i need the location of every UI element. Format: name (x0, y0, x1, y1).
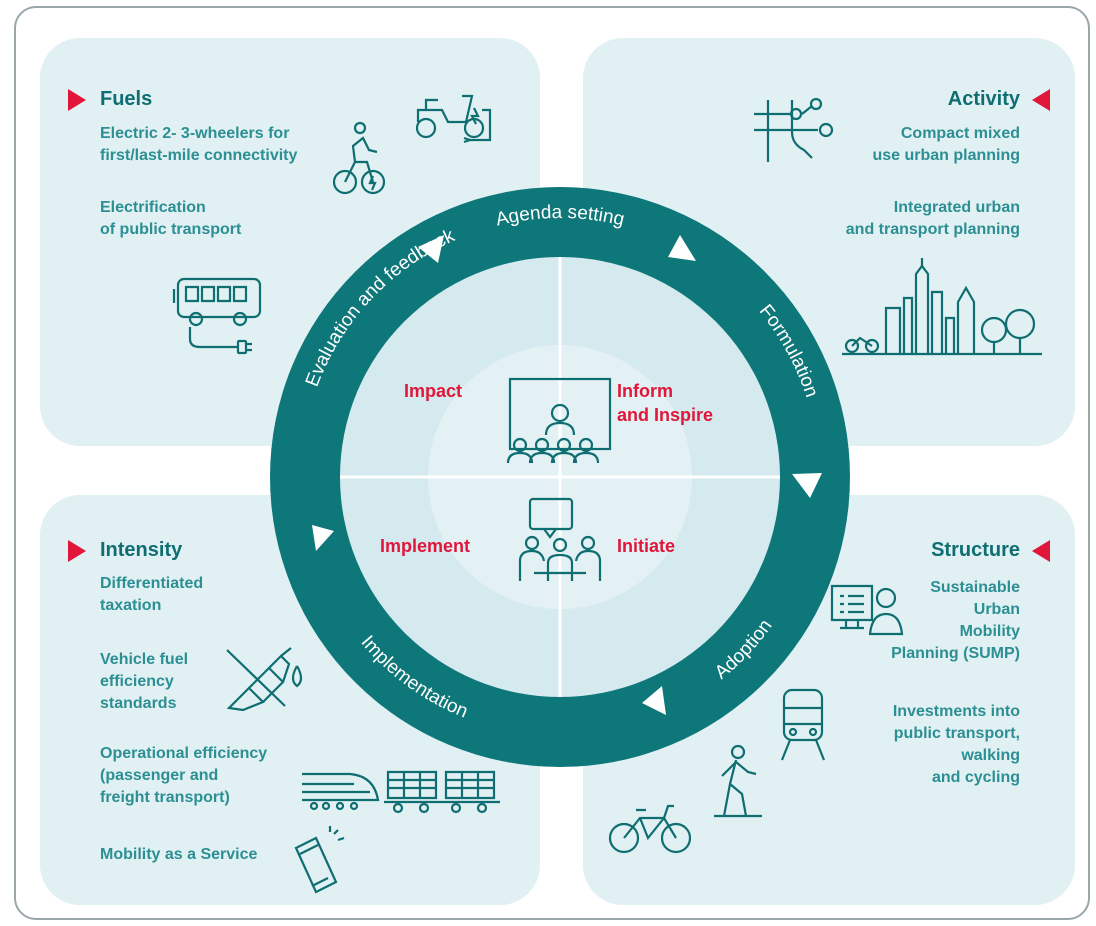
arrow-implementation-evaluation-icon (312, 525, 334, 551)
pedestrian-icon (712, 744, 764, 818)
fuels-item-2: Electrification of public transport (100, 199, 242, 238)
implement-label: Implement (380, 536, 471, 556)
city-skyline-icon (842, 258, 1042, 358)
transit-map-icon (752, 98, 838, 164)
bicycle-electric-icon (333, 120, 385, 200)
intensity-item-4: Mobility as a Service (100, 846, 258, 863)
intensity-marker-icon (68, 540, 86, 562)
activity-item-1: Compact mixed use urban planning (872, 125, 1020, 164)
arrow-formulation-adoption-icon (792, 473, 822, 498)
activity-marker-icon (1032, 89, 1050, 111)
outer-frame (14, 6, 1090, 920)
fuel-pump-icon (223, 640, 313, 712)
bicycle-icon (608, 800, 692, 854)
structure-marker-icon (1032, 540, 1050, 562)
arrow-adoption-implementation-icon (642, 686, 666, 715)
tram-icon (778, 686, 828, 762)
classroom-icon (506, 377, 612, 464)
freight-wagon-icon (384, 768, 500, 814)
intensity-item-3: Operational efficiency (passenger and fr… (100, 745, 268, 806)
train-icon (300, 766, 380, 812)
intensity-heading: Intensity (100, 539, 183, 561)
fuels-marker-icon (68, 89, 86, 111)
bus-icon (170, 275, 270, 365)
fuels-heading: Fuels (100, 88, 153, 110)
structure-item-2: Investments into public transport, walki… (892, 703, 1020, 786)
initiate-label: Initiate (617, 536, 676, 556)
activity-item-2: Integrated urban and transport planning (845, 199, 1020, 238)
intensity-item-2: Vehicle fuel efficiency standards (100, 651, 189, 712)
meeting-icon (518, 497, 602, 581)
intensity-item-1: Differentiated taxation (100, 575, 204, 614)
arrow-evaluation-agenda-icon (418, 235, 444, 263)
structure-heading: Structure (931, 539, 1020, 561)
smartphone-icon (282, 826, 352, 896)
scooter-icon (412, 82, 502, 154)
computer-user-icon (830, 582, 910, 642)
arrow-agenda-formulation-icon (668, 235, 696, 261)
fuels-item-1: Electric 2- 3-wheelers for first/last-mi… (100, 125, 298, 164)
inform-inspire-label: Inform and Inspire (617, 381, 714, 425)
policy-cycle-wheel: Agenda setting Formulation Adoption Impl… (270, 187, 850, 767)
impact-label: Impact (404, 381, 463, 401)
activity-heading: Activity (947, 88, 1020, 110)
structure-item-1: Sustainable Urban Mobility Planning (SUM… (891, 579, 1020, 662)
